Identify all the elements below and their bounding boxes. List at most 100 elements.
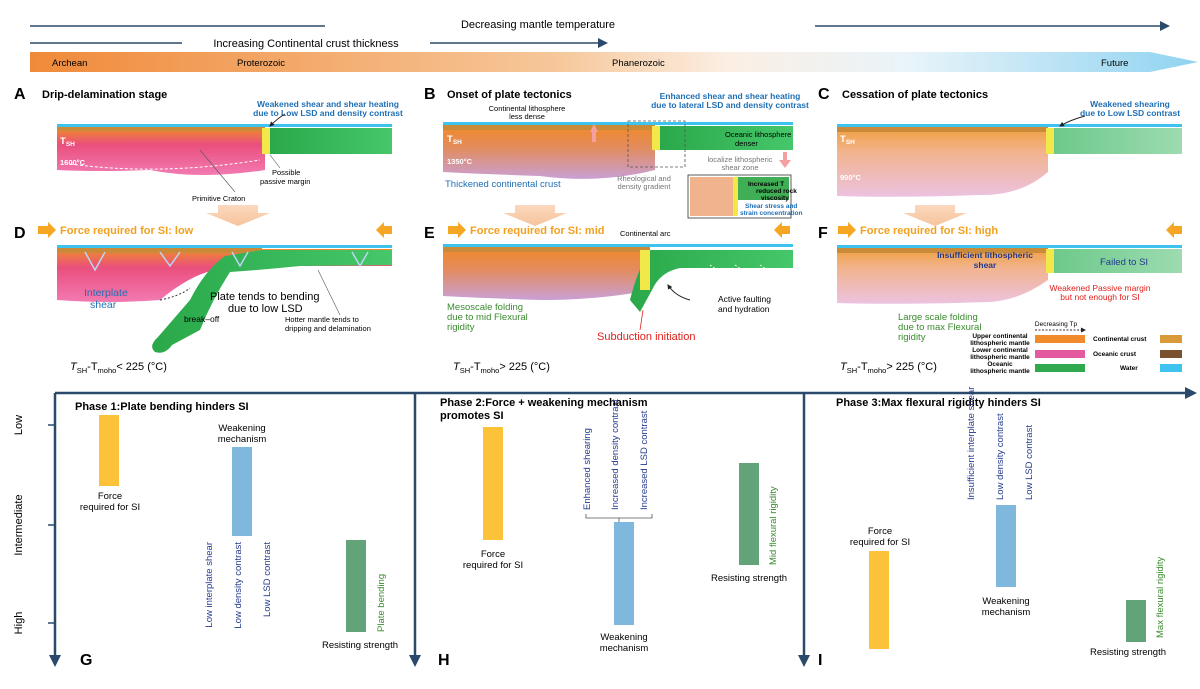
shear-zone-1: localize lithospheric <box>707 155 772 164</box>
faulting-1: Active faulting <box>718 294 771 304</box>
phase-axes: Low Intermediate High <box>13 387 1197 667</box>
panel-b-weak-note-1: Enhanced shear and shear heating <box>660 91 801 101</box>
continental-crust <box>837 248 1048 253</box>
phase-letter-h: H <box>438 652 450 669</box>
factor-3: Low LSD contrast <box>1024 425 1035 500</box>
continental-lithosphere <box>837 249 1048 304</box>
y-label-low: Low <box>13 415 25 435</box>
meso-2: due to mid Flexural <box>447 312 528 323</box>
leader-line <box>639 309 644 331</box>
inset-text-5: strain concentration <box>740 210 803 217</box>
factor-1: Low interplate shear <box>204 542 215 628</box>
phase-letter-g: G <box>80 652 92 669</box>
force-label-2: required for SI <box>463 560 523 571</box>
temp-a: 1600°C <box>60 158 86 167</box>
water-layer <box>57 245 392 248</box>
margin-heat-zone <box>652 126 660 150</box>
force-d: Force required for SI: low <box>60 225 194 237</box>
subduction-initiation: Subduction initiation <box>597 331 695 343</box>
eon-phanerozoic: Phanerozoic <box>612 58 665 69</box>
resist-bar <box>1126 600 1146 642</box>
pointer-arrow <box>1059 115 1086 127</box>
force-arrow-right <box>448 222 466 238</box>
passive-margin-2: passive margin <box>260 177 310 186</box>
legend-lower-2: lithospheric mantle <box>970 354 1030 361</box>
force-arrow-right <box>38 222 56 238</box>
legend-swatch-oceanic <box>1035 364 1085 372</box>
insuff-1: Insufficient lithospheric <box>937 250 1033 260</box>
continental-crust <box>837 127 1048 132</box>
resist-label: Resisting strength <box>711 573 787 584</box>
resist-label: Resisting strength <box>1090 647 1166 658</box>
force-label-1: Force <box>98 491 122 502</box>
interplate-2: shear <box>90 299 117 311</box>
timeline: Decreasing mantle temperature Increasing… <box>30 19 1198 72</box>
phase-g: G Phase 1:Plate bending hinders SI Force… <box>75 401 398 669</box>
axis-i-arrowhead <box>798 655 810 667</box>
eon-future: Future <box>1101 58 1128 69</box>
panel-d: D Force required for SI: low Interplate … <box>14 222 392 375</box>
factor-1: Insufficient interplate shear <box>966 387 977 500</box>
weak-passive-2: but not enough for SI <box>1060 292 1139 302</box>
panel-letter-e: E <box>424 225 435 242</box>
oceanic-lithosphere <box>1052 128 1182 154</box>
large-2: due to max Flexural <box>898 322 981 333</box>
margin-heat-zone <box>1046 128 1054 154</box>
legend-swatch-water <box>1160 364 1182 372</box>
resist-factor: Max flexural rigidity <box>1155 556 1166 638</box>
force-bar <box>483 427 503 540</box>
slab-dripping <box>152 250 392 353</box>
water-layer <box>837 245 1182 248</box>
weakening-bar <box>232 447 252 536</box>
force-e: Force required for SI: mid <box>470 225 604 237</box>
panel-c-weak-note-2: due to Low LSD contrast <box>1080 108 1180 118</box>
legend-upper-1: Upper continental <box>972 333 1027 340</box>
cont-lith-1: Continental lithosphere <box>489 104 566 113</box>
ocean-lith-1: Oceanic lithosphere <box>725 130 791 139</box>
oceanic-lithosphere <box>268 128 392 154</box>
weak-zones <box>84 251 369 272</box>
force-arrow-left <box>376 222 392 238</box>
large-1: Large scale folding <box>898 312 978 323</box>
time-arrow-bar <box>30 52 1198 72</box>
subducting-slab <box>630 250 793 312</box>
interplate-1: Interplate <box>84 287 128 299</box>
force-label-2: required for SI <box>80 502 140 513</box>
primitive-craton: Primitive Craton <box>192 194 245 203</box>
panel-e: E Force required for SI: mid Continental… <box>424 222 793 375</box>
factor-3: Low LSD contrast <box>262 542 273 617</box>
force-arrow-left <box>1166 222 1182 238</box>
eq-f: TSH-Tmoho> 225 (°C) <box>840 361 937 375</box>
phase-letter-i: I <box>818 652 822 669</box>
meso-3: rigidity <box>447 322 475 333</box>
force-bar <box>99 415 119 486</box>
legend: Decreasing Tp Upper continental lithosph… <box>970 321 1182 375</box>
phase-h: H Phase 2:Force + weakening mechanism pr… <box>438 397 787 669</box>
thickened-crust: Thickened continental crust <box>445 179 561 190</box>
panel-a-weak-note-2: due to Low LSD and density contrast <box>253 108 403 118</box>
water-layer <box>443 244 793 247</box>
panel-b-title: Onset of plate tectonics <box>447 89 572 101</box>
legend-swatch-upper <box>1035 335 1085 343</box>
panel-letter-c: C <box>818 86 830 103</box>
eon-archean: Archean <box>52 58 87 69</box>
phase-h-title-2: promotes SI <box>440 410 504 422</box>
oceanic-lithosphere <box>658 126 793 150</box>
bending-1: Plate tends to bending <box>210 291 319 303</box>
phase-i-title: Phase 3:Max flexural rigidity hinders SI <box>836 397 1041 409</box>
failed-to-si: Failed to SI <box>1100 257 1148 268</box>
eon-proterozoic: Proterozoic <box>237 58 285 69</box>
panel-b-weak-note-2: due to lateral LSD and density contrast <box>651 100 809 110</box>
panel-f: F Force required for SI: high Insufficie… <box>818 222 1182 375</box>
force-f: Force required for SI: high <box>860 225 998 237</box>
axis-g-arrowhead <box>49 655 61 667</box>
panel-letter-b: B <box>424 86 436 103</box>
down-arrow-a <box>206 205 270 226</box>
inset-box: Increased T reduced rock viscosity Shear… <box>687 174 803 219</box>
margin-heat-zone <box>1046 249 1054 273</box>
weak-label-1: Weakening <box>218 423 265 434</box>
up-arrow <box>590 124 598 142</box>
resist-factor: Plate bending <box>376 574 387 632</box>
eq-e: TSH-Tmoho> 225 (°C) <box>453 361 550 375</box>
